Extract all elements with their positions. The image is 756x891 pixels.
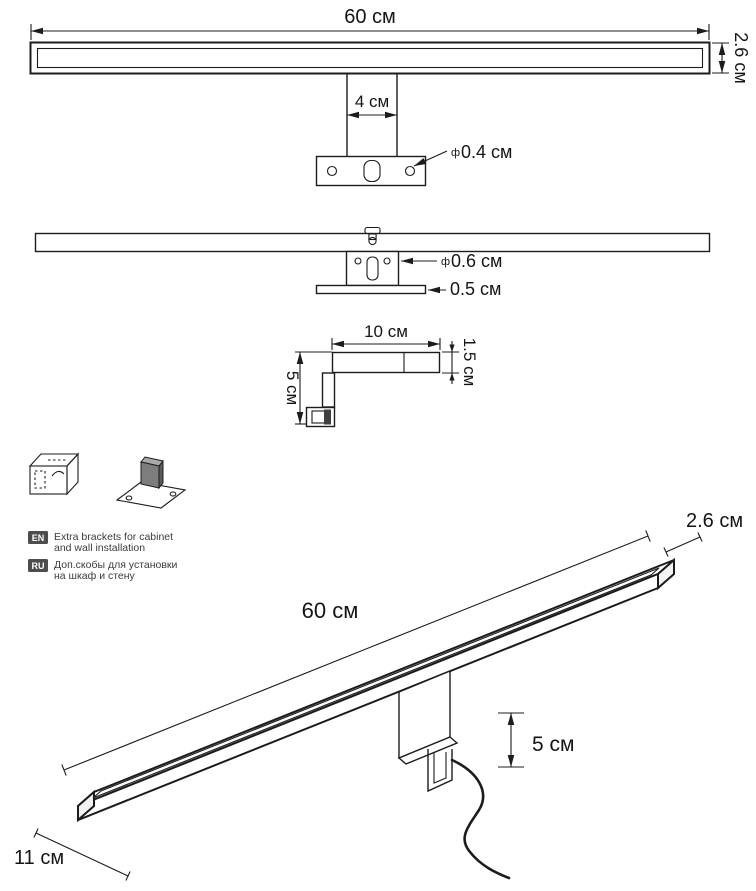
ru-badge [28, 559, 48, 572]
mount-plate [315, 155, 427, 187]
mount-plate-hole-right [404, 165, 416, 177]
hole-diameter-label: 0.4 см [461, 142, 512, 162]
power-cable [450, 758, 511, 880]
drop-dimension-label: 5 см [283, 371, 302, 405]
thickness-arrow-bottom [449, 373, 455, 381]
hole-leader-line [413, 150, 448, 167]
persp-drop-label: 5 см [532, 733, 574, 756]
persp-length-tick-right [645, 530, 651, 542]
persp-length-label: 60 см [302, 598, 359, 623]
note-block: EN Extra brackets for cabinet and wall i… [28, 452, 187, 582]
back-bracket-hole-left [354, 257, 362, 265]
persp-depth-label: 11 см [14, 847, 64, 869]
persp-depth-tick-right [125, 871, 131, 881]
base-plate [315, 284, 427, 295]
bar-left-end-face [77, 789, 95, 823]
lamp-bar-outline [29, 41, 711, 75]
top-tab [364, 226, 381, 235]
en-note-line1: Extra brackets for cabinet [54, 531, 173, 543]
plate-thickness-label: 0.5 см [450, 279, 501, 299]
persp-bracket-hook [427, 749, 453, 793]
length-dimension-label: 60 см [344, 6, 396, 28]
persp-height-label: 2.6 см [686, 510, 743, 532]
en-badge-label: EN [32, 533, 45, 543]
side-view: 10 см 1.5 см 5 см [283, 322, 479, 428]
depth-dimension-label: 10 см [364, 322, 408, 341]
ru-note-line2: на шкаф и стену [54, 570, 136, 582]
thickness-arrow-top [449, 344, 455, 352]
bar-right-end-face [657, 557, 675, 591]
front-view: 60 см 2.6 см 4 см ф 0.4 см [29, 6, 751, 187]
persp-height-tick-right [697, 532, 703, 542]
bar-top-face [77, 559, 675, 807]
height-dimension-label: 2.6 см [731, 32, 751, 83]
diameter-symbol: ф [441, 256, 450, 268]
keyhole-slot [368, 233, 377, 241]
stem-width-label: 4 см [355, 92, 389, 111]
back-view: ф 0.6 см 0.5 см [34, 226, 711, 299]
en-badge [28, 531, 48, 544]
back-bracket-hole-right [383, 257, 391, 265]
lamp-bar-inner-frame [36, 47, 704, 69]
mount-plate-slot [363, 159, 381, 183]
persp-height-tick-left [663, 547, 669, 557]
persp-height-dimension-line [665, 536, 701, 553]
persp-length-tick-left [61, 764, 67, 776]
side-bar [331, 351, 441, 374]
bar-diffuser-inset [92, 567, 660, 799]
persp-bracket-hook-inner [433, 752, 447, 784]
keyhole-circle [368, 236, 377, 246]
side-bracket-leg [321, 372, 336, 408]
persp-depth-tick-left [33, 828, 39, 838]
mount-plate-hole-left [326, 165, 338, 177]
side-bracket-clamp [324, 409, 331, 425]
diameter-symbol: ф [451, 147, 460, 159]
perspective-view: 60 см 2.6 см 5 см 11 см [14, 510, 743, 881]
back-bracket-slot [366, 256, 379, 281]
bar-front-face [77, 572, 659, 822]
ru-note-line1: Доп.скобы для установки [54, 559, 178, 571]
cabinet-bracket-icon [28, 452, 80, 496]
en-note-line2: and wall installation [54, 542, 145, 554]
persp-depth-dimension-line [35, 832, 129, 877]
back-hole-diameter-label: 0.6 см [451, 251, 502, 271]
ru-badge-label: RU [32, 561, 45, 571]
wall-bracket-icon [115, 456, 187, 509]
lamp-bar-back-outline [34, 232, 711, 253]
persp-length-dimension-line [63, 535, 649, 771]
thickness-dimension-label: 1.5 см [460, 338, 479, 387]
